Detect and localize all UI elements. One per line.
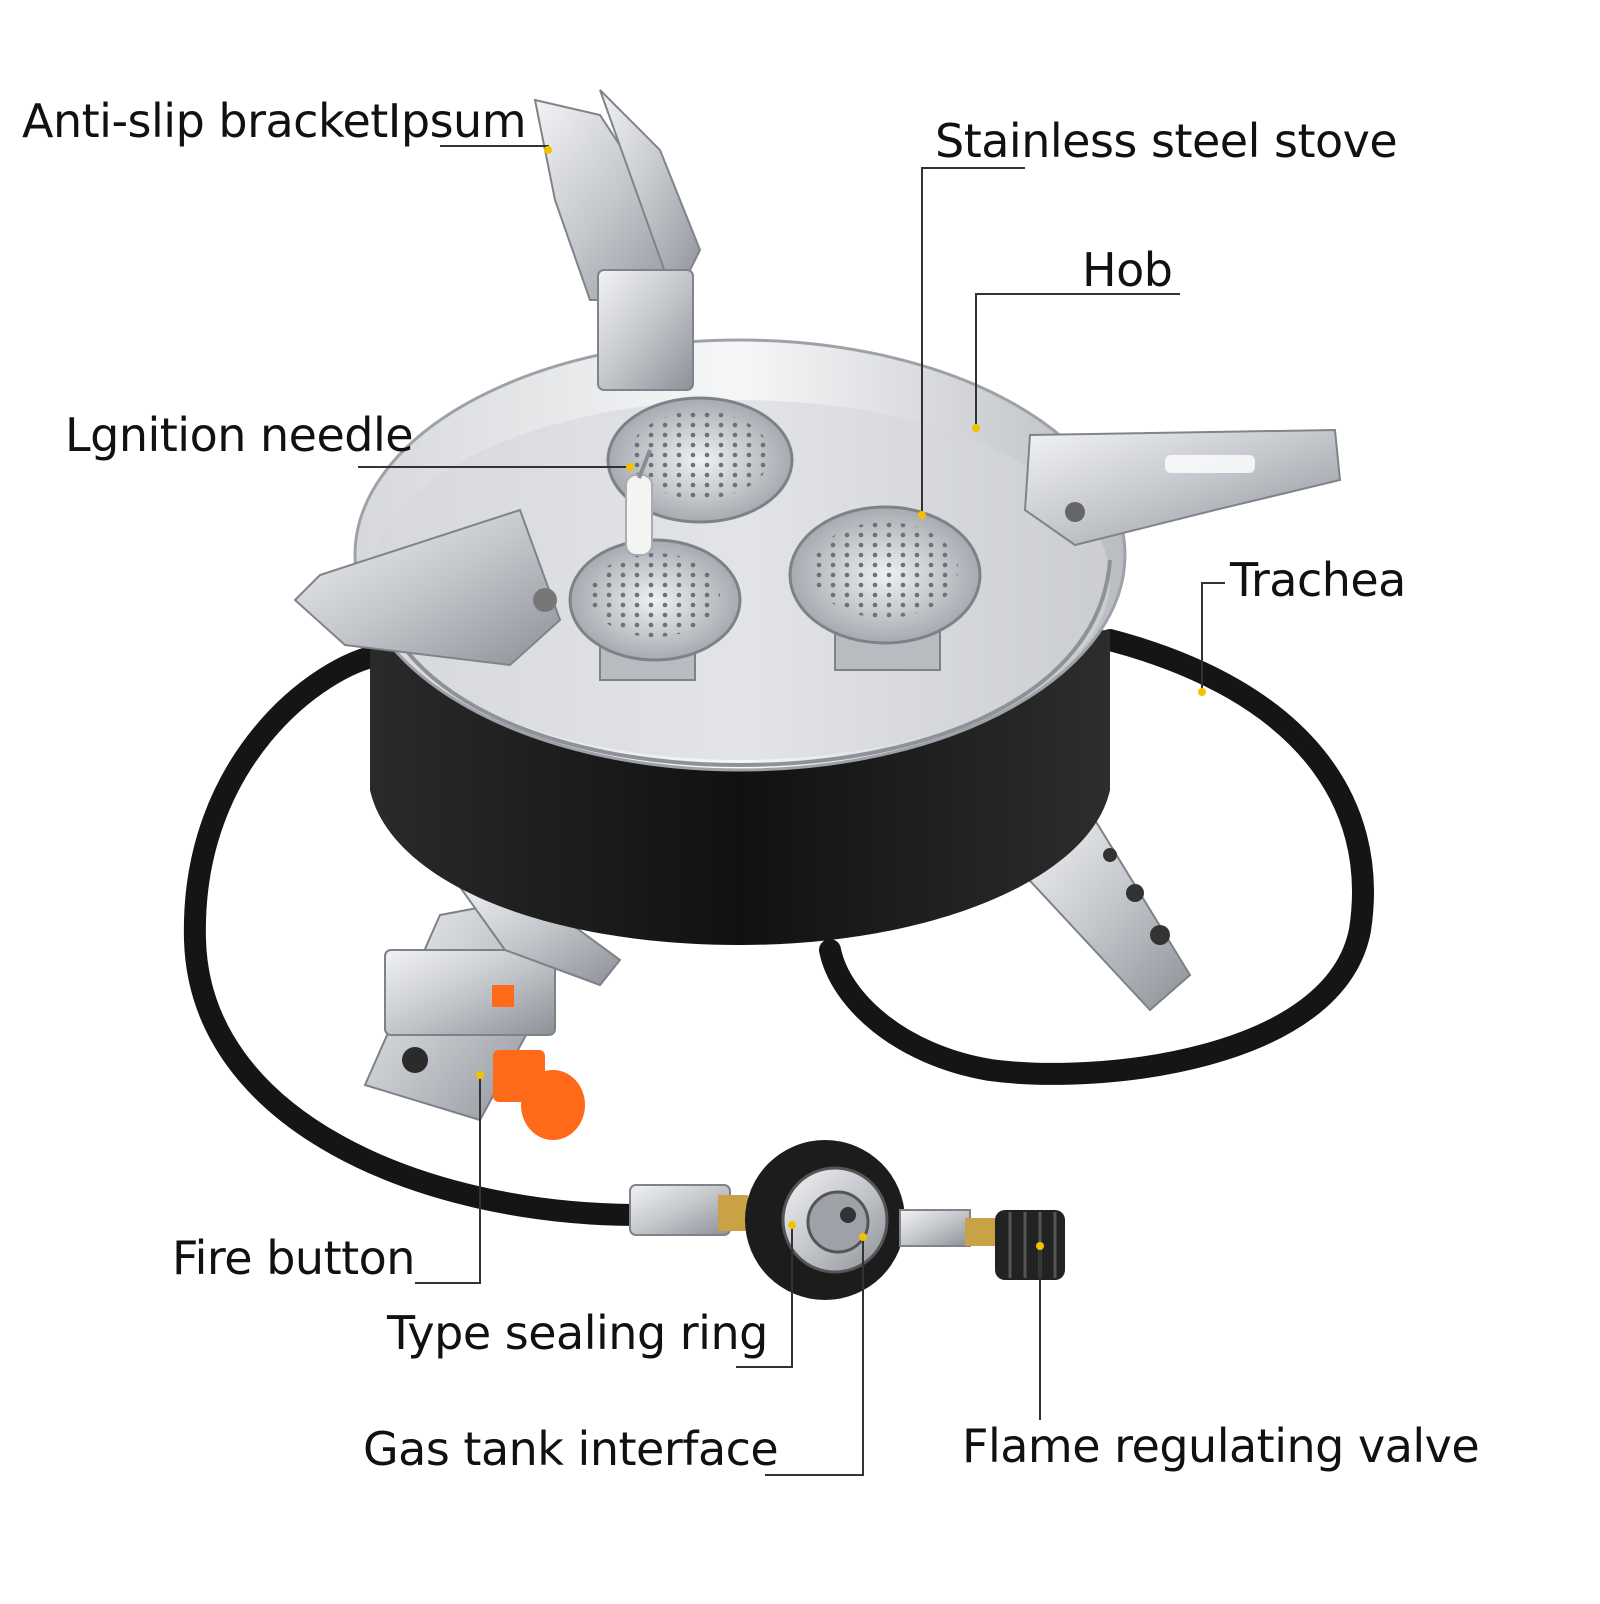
marker-dots [476,146,1206,1250]
marker-ignition-needle [626,463,634,471]
anti-slip-bracket-left [293,508,562,667]
trachea-hose-back [819,629,1374,1085]
label-type-sealing-ring: Type sealing ring [387,1306,768,1360]
leader-lines [358,145,1225,1476]
label-flame-regulating-valve: Flame regulating valve [962,1419,1480,1473]
marker-gas-tank-interface [859,1233,867,1241]
fire-button-cap [521,1070,585,1140]
leader-fire-button [415,1075,481,1284]
anti-slip-bracket-right [1023,428,1342,547]
label-trachea: Trachea [1230,553,1406,607]
flame-regulating-valve-knob [995,1210,1065,1280]
burner-right [788,505,982,671]
label-ignition-needle: Lgnition needle [65,408,414,462]
label-stainless-steel-stove: Stainless steel stove [935,114,1398,168]
leader-gas-tank-interface [765,1237,864,1476]
leader-stainless-steel-stove [921,167,1025,515]
leader-hob [975,293,1180,428]
label-gas-tank-interface: Gas tank interface [363,1422,779,1476]
anti-slip-bracket-top [533,89,702,391]
marker-flame-regulating-valve [1036,1242,1044,1250]
label-anti-slip-bracket: Anti-slip bracketIpsum [22,94,527,148]
label-hob: Hob [1082,243,1173,297]
marker-fire-button [476,1071,484,1079]
ignition-needle [625,474,653,556]
trachea-hose [183,644,651,1226]
label-fire-button: Fire button [172,1231,415,1285]
marker-anti-slip-bracket [544,146,552,154]
marker-hob [972,424,980,432]
marker-stainless-steel-stove [918,511,926,519]
leader-type-sealing-ring [736,1225,793,1368]
marker-type-sealing-ring [788,1221,796,1229]
marker-trachea [1198,688,1206,696]
leader-trachea [1201,582,1225,692]
burner-back [606,396,794,524]
burner-left [568,538,742,681]
